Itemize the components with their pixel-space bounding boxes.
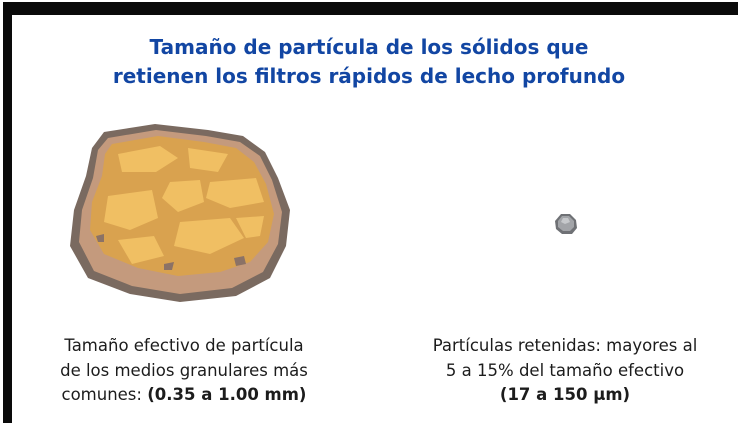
- left-caption-line-3: comunes: (0.35 a 1.00 mm): [24, 383, 344, 408]
- left-caption-range: (0.35 a 1.00 mm): [147, 385, 307, 404]
- large-granule-icon: [70, 124, 290, 302]
- title-line-1: Tamaño de partícula de los sólidos que: [149, 35, 589, 59]
- small-particle-icon: [555, 214, 577, 234]
- title-line-2: retienen los filtros rápidos de lecho pr…: [112, 64, 626, 88]
- left-caption: Tamaño efectivo de partícula de los medi…: [24, 334, 344, 408]
- right-caption-line-1: Partículas retenidas: mayores al: [432, 336, 698, 355]
- left-caption-line-1: Tamaño efectivo de partícula: [64, 336, 304, 355]
- right-caption-line-3: (17 a 150 μm): [400, 383, 730, 408]
- left-caption-line-2: de los medios granulares más: [60, 360, 308, 380]
- left-caption-prefix: comunes:: [61, 385, 148, 404]
- right-caption: Partículas retenidas: mayores al 5 a 15%…: [400, 334, 730, 408]
- diagram-title: Tamaño de partícula de los sólidos que r…: [0, 33, 738, 91]
- right-caption-line-2: 5 a 15% del tamaño efectivo: [445, 360, 685, 380]
- right-caption-range: (17 a 150 μm): [499, 385, 631, 404]
